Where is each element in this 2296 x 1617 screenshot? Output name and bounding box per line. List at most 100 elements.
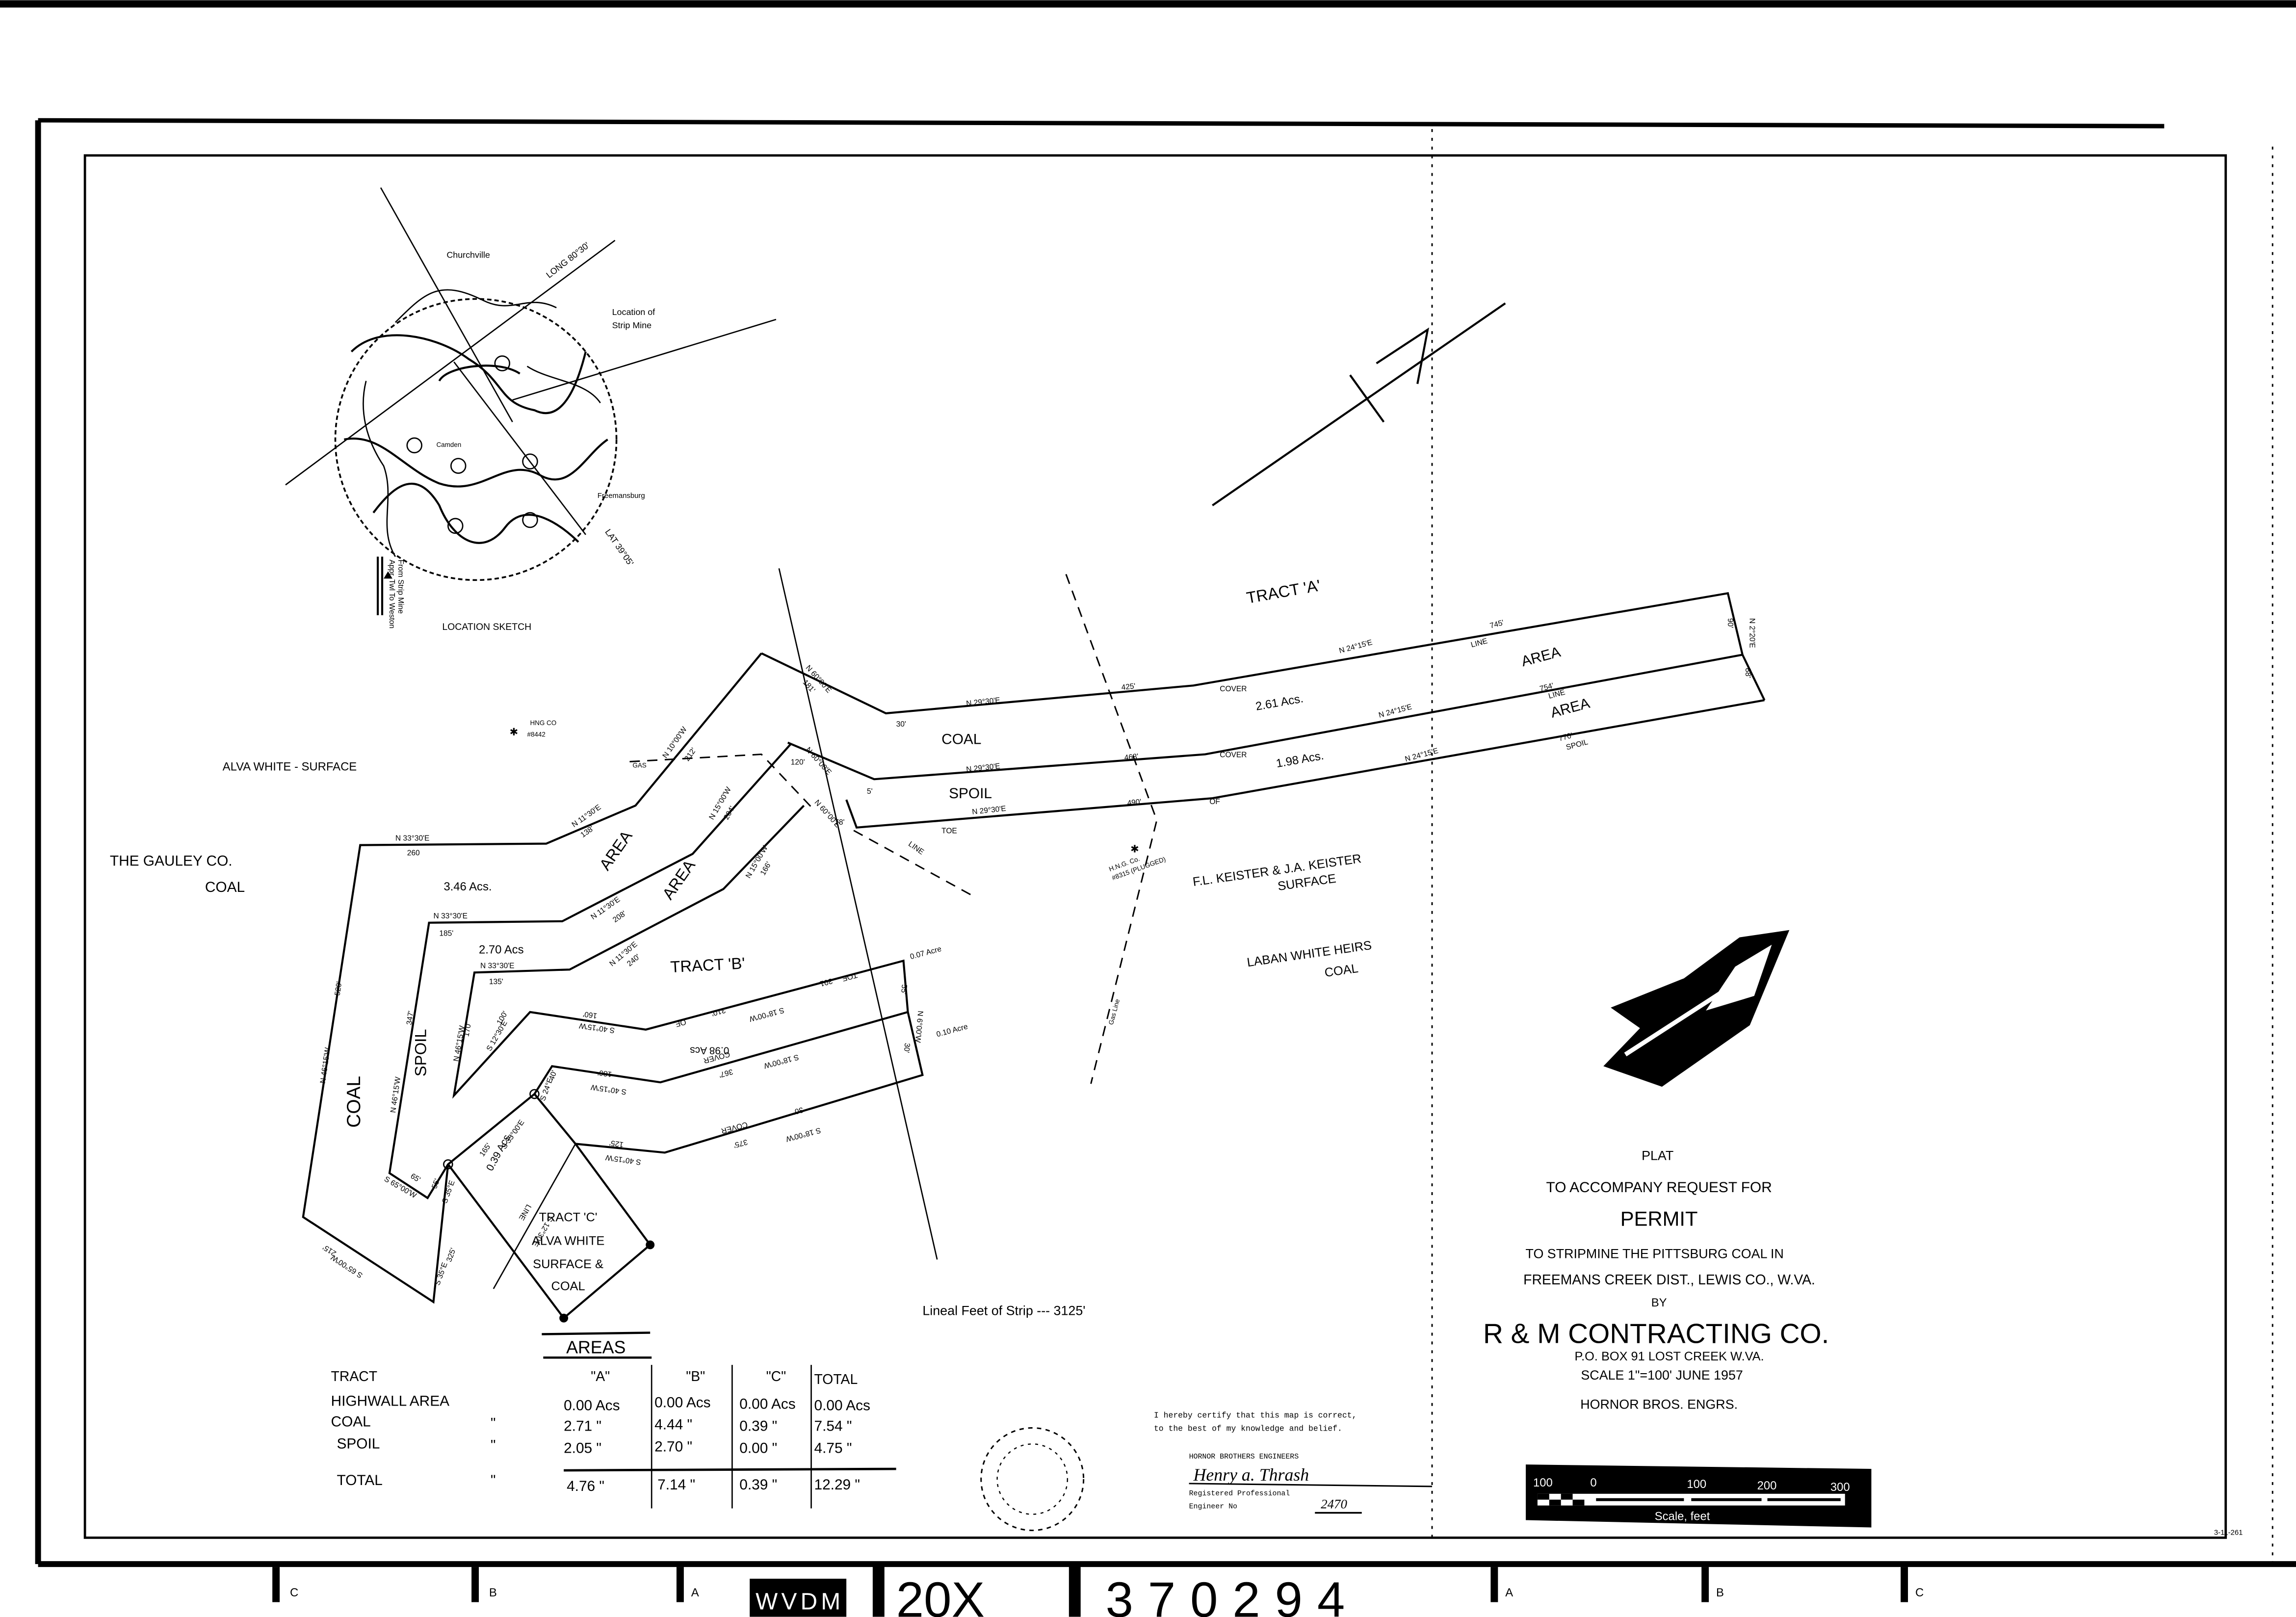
cell: 2.71 " [564, 1418, 601, 1434]
engineers-label: HORNOR BROS. ENGRS. [1580, 1397, 1738, 1412]
gauley-label: THE GAULEY CO. [110, 853, 233, 869]
tract-c-owner: COAL [551, 1279, 585, 1293]
cell: 0.00 Acs [739, 1396, 795, 1412]
gas-well-icon: ✱ [510, 727, 519, 738]
laban-coal-label: COAL [1324, 962, 1359, 980]
distance-label: 212' [683, 746, 698, 762]
registration-text: Engineer No [1189, 1503, 1237, 1511]
tract-b-labels: TRACT 'B' AREA AREA 3.46 Acs. 2.70 Acs C… [343, 761, 968, 1173]
ditto-mark: " [491, 1437, 496, 1453]
bearing-label: N 11°30'E [571, 803, 603, 829]
tract-b-coal-label: COAL [343, 1076, 365, 1128]
tract-b-area-label: AREA [658, 857, 699, 903]
bearing-label: N 33°30'E [433, 912, 468, 920]
scale-caption: Scale, feet [1655, 1510, 1710, 1523]
cell: 2.05 " [564, 1440, 601, 1456]
cover-label: COVER [720, 1120, 749, 1135]
compass-rose-icon [1603, 930, 1790, 1087]
distance-label: 260 [407, 849, 420, 858]
owner-labels: ALVA WHITE - SURFACE THE GAULEY CO. COAL… [110, 719, 1373, 1026]
engineer-seal-stamp [980, 1427, 1085, 1531]
title-block: PLAT TO ACCOMPANY REQUEST FOR PERMIT TO … [1483, 1148, 1829, 1411]
registration-number: 2470 [1321, 1497, 1347, 1512]
bearing-label: S 18°00'W [763, 1053, 800, 1070]
frame-mark: C [1915, 1586, 1924, 1599]
map-frame [35, 118, 2296, 1567]
strip-length-note: Lineal Feet of Strip --- 3125' [922, 1304, 1085, 1318]
distance-label: 5' [867, 787, 873, 796]
of-label: OF [675, 1017, 687, 1028]
bearing-label: N 46°15'W [319, 1047, 332, 1084]
table-header: "B" [686, 1369, 705, 1384]
distance-label: 55' [899, 984, 909, 995]
bearing-label: S 40°15'W [605, 1153, 642, 1166]
cell: 0.00 Acs [814, 1398, 870, 1414]
frame-mark: A [1505, 1586, 1513, 1599]
tract-a-boundaries [761, 568, 1766, 1260]
location-sketch-title: LOCATION SKETCH [442, 622, 531, 632]
cell: 4.75 " [814, 1440, 852, 1456]
scale-bar: 100 0 100 200 300 Scale, feet [1526, 1464, 1872, 1528]
certification-text: to the best of my knowledge and belief. [1154, 1424, 1342, 1433]
distance-label: 135' [489, 978, 503, 986]
scan-top-edge [0, 0, 2296, 8]
engineer-signature: Henry a. Thrash [1193, 1465, 1309, 1485]
distance-label: 65' [409, 1172, 422, 1184]
distance-label: 180' [597, 1068, 612, 1078]
row-label: HIGHWALL AREA [331, 1393, 450, 1409]
gas-well-label: HNG CO [530, 719, 556, 727]
bearing-label: N 33°30'E [395, 835, 430, 843]
scale-tick-label: 200 [1757, 1479, 1777, 1492]
line-label: LINE [517, 1203, 533, 1222]
cell: 0.00 Acs [654, 1395, 710, 1411]
cell: 0.00 " [739, 1440, 777, 1456]
distance-label: 30' [902, 1043, 912, 1053]
row-label: TOTAL [337, 1472, 382, 1488]
acre-note: 0.07 Acre [909, 945, 942, 961]
scale-date: SCALE 1"=100' JUNE 1957 [1581, 1368, 1743, 1382]
series-code: 20X [896, 1572, 985, 1617]
distance-label: 745' [1489, 619, 1505, 630]
bearing-label: N 60°00'E [804, 746, 833, 777]
tract-a-coal-acres: 2.61 Acs. [1254, 692, 1304, 713]
bearing-label: N 24°15'E [1338, 638, 1374, 655]
table-row: COAL " 2.71 " 4.44 " 0.39 " 7.54 " [331, 1414, 852, 1434]
ditto-mark: " [491, 1415, 496, 1432]
company-name: R & M CONTRACTING CO. [1483, 1318, 1829, 1349]
bearing-label: N 6°00'W [913, 1011, 925, 1043]
distance-label: 754' [1539, 681, 1555, 693]
row-label: COAL [331, 1414, 371, 1430]
row-label: SPOIL [337, 1435, 380, 1452]
cover-label: COVER [1220, 751, 1247, 759]
distance-label: 125' [609, 1139, 624, 1149]
cell: 4.44 " [654, 1417, 692, 1433]
accompany-label: TO ACCOMPANY REQUEST FOR [1546, 1179, 1772, 1196]
firm-name: HORNOR BROTHERS ENGINEERS [1189, 1453, 1299, 1461]
bearing-label: S 18°00'W [748, 1006, 785, 1023]
gas-well-icon: ✱ [1130, 844, 1139, 855]
gauley-coal-label: COAL [205, 879, 245, 895]
sheet-code: 3-11-261 [2214, 1528, 2243, 1537]
tract-a-title: TRACT 'A' [1245, 576, 1322, 607]
distance-label: 40' [548, 1069, 559, 1082]
distance-label: 347' [405, 1010, 416, 1025]
cell: 0.39 " [739, 1477, 777, 1493]
distance-label: 120' [791, 758, 805, 766]
distance-label: 185' [439, 930, 453, 938]
table-row: SPOIL " 2.05 " 2.70 " 0.00 " 4.75 " [337, 1435, 852, 1456]
distance-label: 310' [710, 1006, 726, 1017]
tract-a-spoil-acres: 1.98 Acs. [1275, 749, 1325, 771]
of-label: OF [1209, 798, 1220, 806]
line-label: LINE [907, 840, 925, 857]
cell: 7.14 " [657, 1477, 695, 1493]
distance-label: 88' [1744, 668, 1752, 678]
scale-tick-label: 0 [1590, 1476, 1596, 1489]
bearing-label: S 65°00'W [330, 1253, 365, 1279]
scale-tick-label: 100 [1687, 1478, 1706, 1491]
strip-mine-label-1: Location of [612, 307, 655, 317]
gas-well-number: #8442 [527, 731, 545, 738]
frame-mark: B [489, 1586, 497, 1599]
table-header: TOTAL [814, 1372, 858, 1387]
strip-mine-label-2: Strip Mine [612, 320, 652, 330]
